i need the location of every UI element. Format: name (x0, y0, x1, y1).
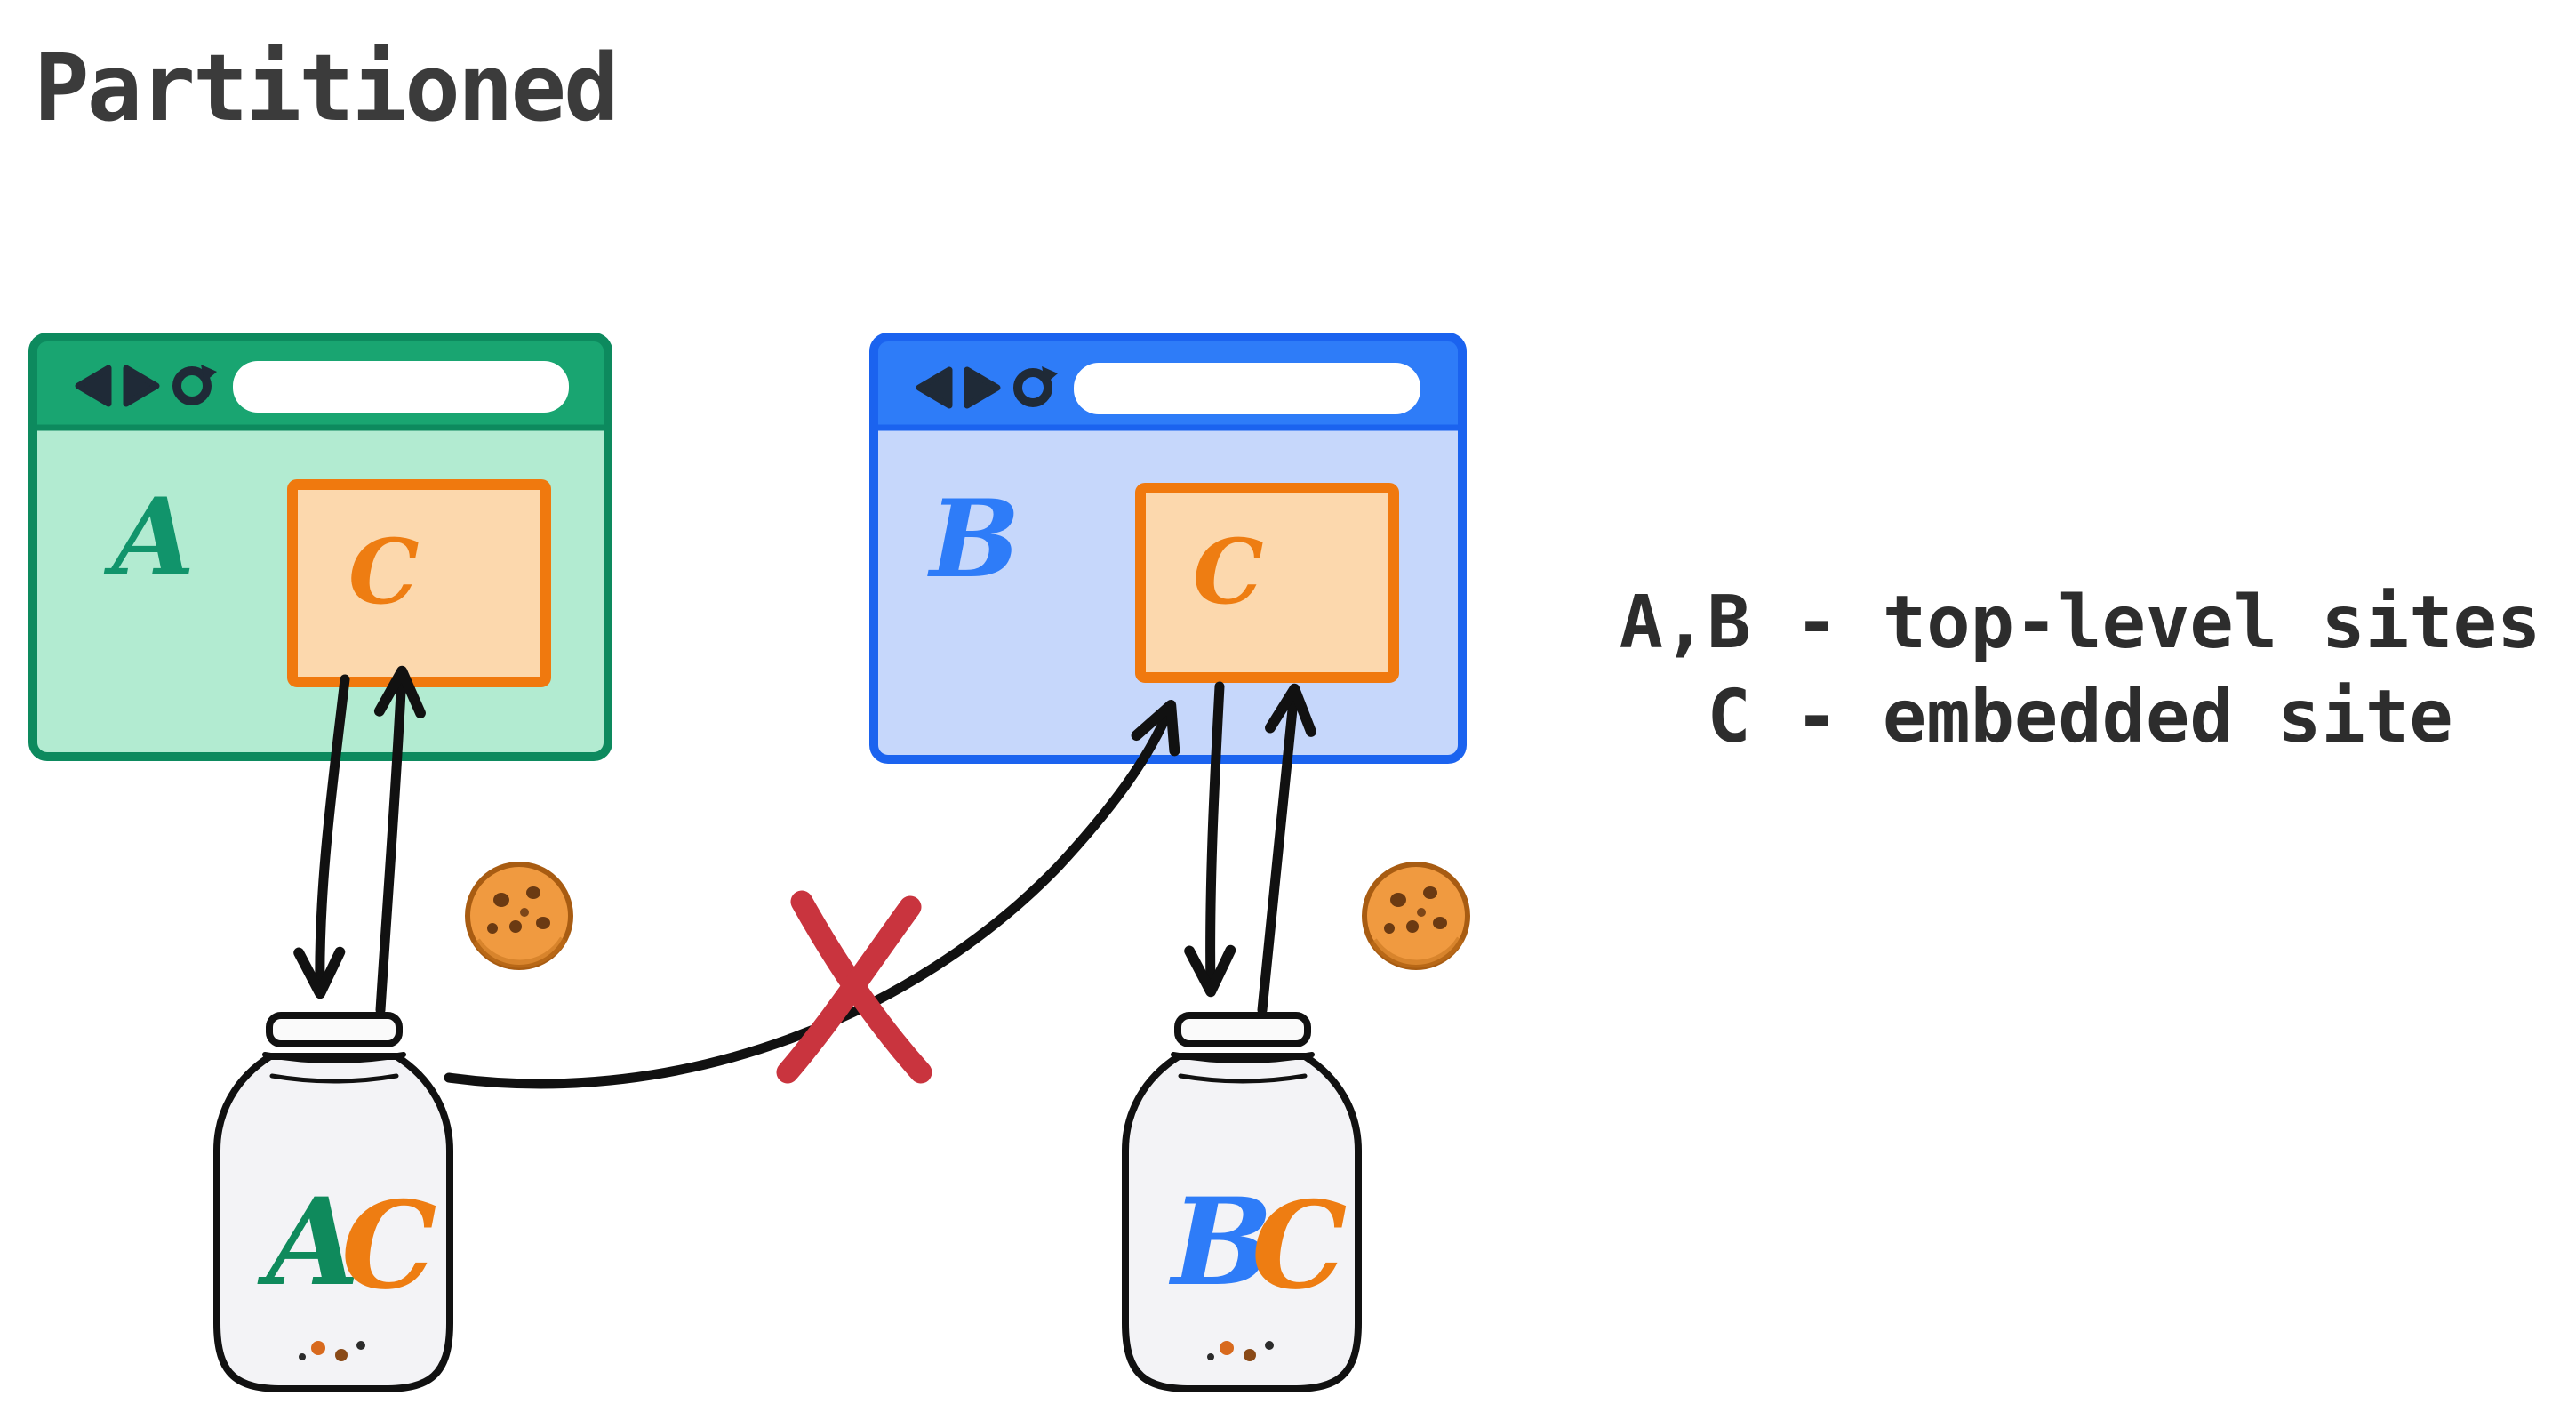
reload-icon (172, 365, 217, 405)
iframe-c-label: C (1193, 519, 1264, 624)
page-title: Partitioned (34, 34, 620, 142)
arrow-a-to-jar (293, 674, 350, 999)
forward-icon (964, 366, 1001, 409)
cookie-icon-left (468, 864, 571, 967)
browser-a-frame (28, 333, 612, 761)
arrow-b-to-jar (1184, 681, 1236, 998)
blocked-x-mark (776, 890, 932, 1084)
site-b-label: B (927, 477, 1020, 602)
back-icon (75, 365, 112, 407)
cookie-icon-right (1364, 864, 1468, 967)
url-bar (1074, 363, 1420, 414)
embedded-iframe-c-in-b: C (1135, 483, 1399, 683)
browser-b-frame (869, 333, 1467, 764)
arrow-jar-to-a (373, 665, 426, 1015)
embedded-iframe-c-in-a: C (287, 479, 551, 687)
blocked-access-arrow (444, 700, 1180, 1089)
back-icon (916, 366, 953, 409)
iframe-c-label: C (348, 519, 420, 624)
forward-icon (123, 365, 160, 407)
legend: A,B - top-level sites C - embedded site (1591, 576, 2569, 765)
arrow-jar-to-b (1257, 683, 1316, 1015)
browser-window-a: A C (28, 333, 612, 761)
url-bar (233, 361, 569, 413)
legend-line-embedded: C - embedded site (1707, 675, 2453, 759)
jar-ac-letter-a: A (257, 1171, 360, 1312)
cookie-jar-ac: A C (217, 1015, 450, 1389)
browser-window-b: B C (869, 333, 1467, 764)
cookie-jar-bc: B C (1125, 1015, 1358, 1389)
jar-bc-letter-c: C (1252, 1175, 1347, 1316)
legend-line-top-level: A,B - top-level sites (1619, 581, 2541, 665)
jar-ac-letter-c: C (341, 1175, 436, 1316)
site-a-label: A (103, 475, 195, 600)
jar-bc-letter-b: B (1168, 1171, 1273, 1312)
reload-icon (1013, 366, 1058, 407)
